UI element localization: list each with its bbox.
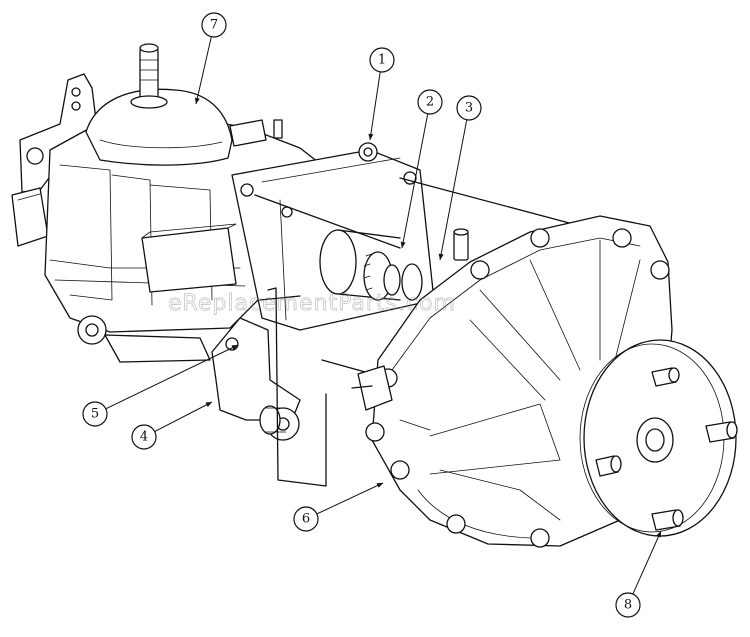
callout-arrowhead-1 — [368, 133, 374, 140]
alignment-line — [399, 177, 589, 229]
callout-arrowhead-6 — [376, 483, 383, 488]
hub-stud — [651, 509, 684, 531]
callout-leader-8 — [632, 530, 662, 595]
callout-circle-1 — [369, 47, 395, 73]
callout-leader-6 — [316, 482, 384, 515]
callout-label-6: 6 — [302, 512, 310, 527]
callout-leader-3 — [439, 119, 468, 261]
callout-leader-7 — [195, 36, 212, 105]
callout-label-5: 5 — [91, 407, 99, 422]
alignment-line — [254, 194, 401, 249]
callout-circle-6 — [293, 506, 319, 532]
callout-circle-5 — [82, 401, 108, 427]
callout-arrowhead-5 — [231, 345, 238, 350]
callout-label-8: 8 — [624, 598, 632, 613]
callout-arrowhead-7 — [194, 97, 200, 104]
callout-leader-5 — [105, 344, 239, 410]
callout-arrowhead-4 — [205, 402, 212, 407]
watermark-text: eReplacementParts.com — [168, 291, 456, 316]
callout-circle-3 — [456, 95, 482, 121]
wheel-hub — [579, 339, 738, 537]
hub-stud — [705, 421, 738, 443]
callout-leader-2 — [401, 113, 429, 249]
hub-stud — [651, 367, 680, 387]
callout-circle-8 — [615, 592, 641, 618]
hub-stud — [595, 455, 622, 477]
callout-circle-4 — [131, 424, 157, 450]
callout-label-1: 1 — [378, 53, 386, 68]
callout-arrowhead-3 — [438, 253, 444, 260]
callout-circle-7 — [201, 12, 227, 38]
callout-label-4: 4 — [140, 430, 148, 445]
callout-leader-4 — [154, 401, 213, 432]
callout-circle-2 — [417, 89, 443, 115]
gearbox-housing — [11, 43, 319, 363]
callout-label-2: 2 — [426, 95, 434, 110]
callout-arrowhead-8 — [656, 531, 661, 538]
callout-label-3: 3 — [465, 101, 473, 116]
callout-layer: 1 2 3 4 5 6 7 8 — [82, 12, 662, 618]
callout-leader-1 — [369, 71, 381, 141]
drive-plate — [211, 287, 327, 487]
pinion-gear — [319, 229, 423, 301]
callout-label-7: 7 — [210, 18, 218, 33]
callout-arrowhead-2 — [400, 241, 406, 248]
